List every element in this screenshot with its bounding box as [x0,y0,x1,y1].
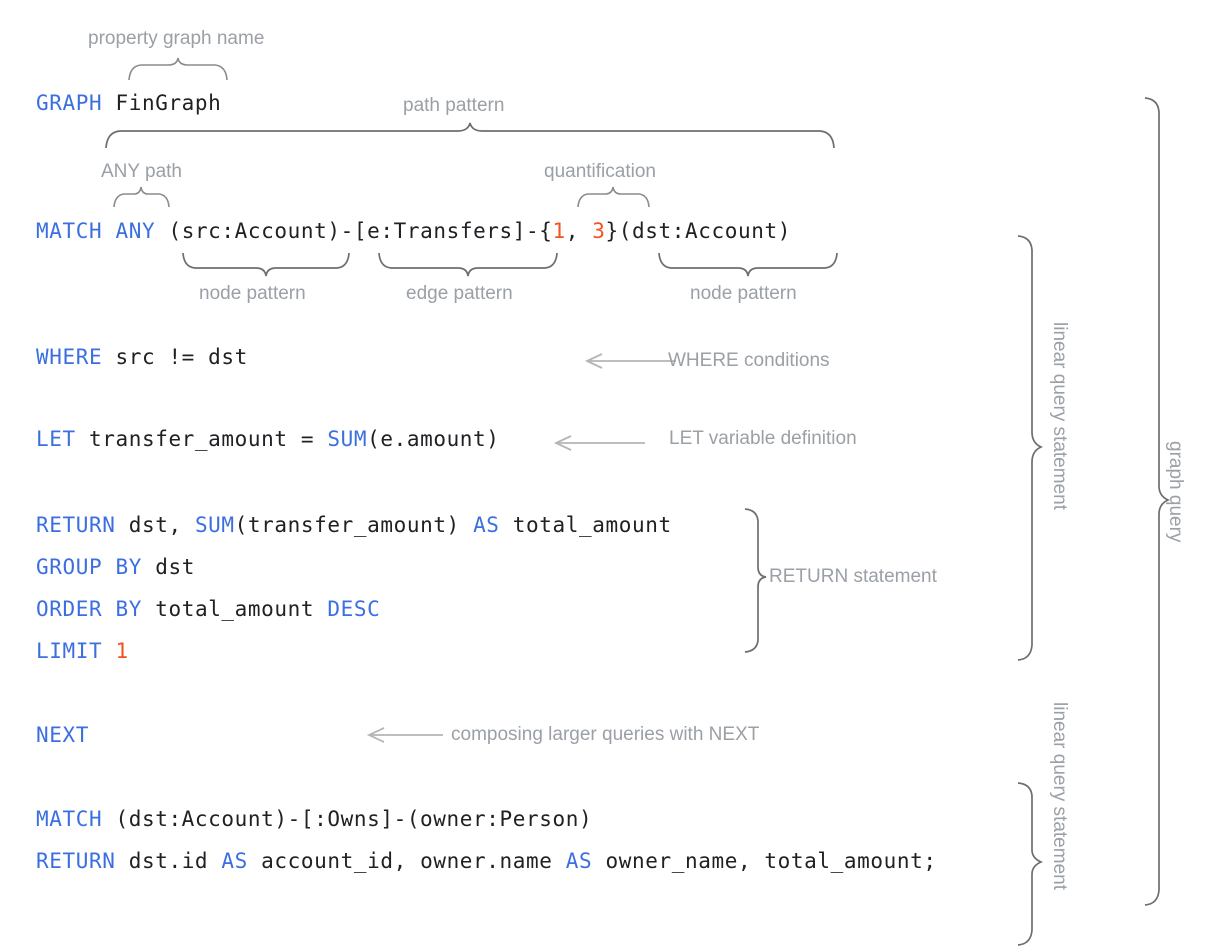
let-arguments: (e.amount) [367,427,500,451]
return-alias: total_amount [499,513,672,537]
brace-edge-pattern [378,252,558,277]
keyword-desc: DESC [327,597,381,621]
arrow-composing-with-next [366,727,443,743]
quant-open-brace: { [539,219,553,243]
graph-name-space [102,91,115,115]
where-expression: src != dst [115,345,248,369]
label-graph-query: graph query [1165,441,1186,543]
keyword-return: RETURN [36,513,116,537]
code-line-where: WHERE src != dst [36,344,248,370]
edge-pattern-transfers: [e:Transfers] [353,219,527,243]
keyword-as: AS [473,513,500,537]
arrow-let-variable-definition [553,435,645,451]
return-part1: dst, [128,513,195,537]
label-edge-pattern: edge pattern [406,283,513,304]
code-line-match-2: MATCH (dst:Account)-[:Owns]-(owner:Perso… [36,806,592,832]
graph-name: FinGraph [115,91,222,115]
keyword-order: ORDER [36,597,103,621]
match-2-expression: (dst:Account)-[:Owns]-(owner:Person) [115,807,593,831]
label-linear-query-statement-1: linear query statement [1049,322,1070,510]
code-line-match: MATCH ANY (src:Account)-[e:Transfers]-{1… [36,218,791,244]
node-pattern-src: (src:Account) [168,219,341,243]
code-line-order-by: ORDER BY total_amount DESC [36,596,380,622]
sp11 [102,807,115,831]
keyword-let: LET [36,427,76,451]
keyword-limit: LIMIT [36,639,103,663]
sp1 [102,219,115,243]
sp6 [142,555,155,579]
keyword-by: BY [115,597,142,621]
sp5 [115,513,128,537]
let-variable: transfer_amount = [88,427,328,451]
label-path-pattern: path pattern [403,95,505,116]
sp9 [314,597,327,621]
label-any-path: ANY path [101,161,182,182]
label-node-pattern-1: node pattern [199,283,306,304]
keyword-return-2: RETURN [36,849,116,873]
label-composing-with-next: composing larger queries with NEXT [451,724,760,745]
keyword-next: NEXT [36,723,89,747]
label-let-variable-definition: LET variable definition [669,428,857,449]
sp7 [102,597,115,621]
code-line-next: NEXT [36,722,89,748]
label-linear-query-statement-2: linear query statement [1049,702,1070,890]
return-2-part3: owner_name, total_amount; [592,849,937,873]
quant-lower-bound: 1 [552,219,566,243]
label-where-conditions: WHERE conditions [668,350,830,371]
keyword-graph: GRAPH [36,91,103,115]
keyword-as-2: AS [565,849,593,873]
keyword-match: MATCH [36,219,103,243]
return-args: (transfer_amount) [234,513,474,537]
dash-2: - [526,219,540,243]
code-line-let: LET transfer_amount = SUM(e.amount) [36,426,500,452]
code-line-graph: GRAPH FinGraph [36,90,221,116]
function-sum-return: SUM [194,513,235,537]
quant-upper-bound: 3 [592,219,606,243]
label-quantification: quantification [544,161,656,182]
label-return-statement: RETURN statement [769,566,937,587]
keyword-match-2: MATCH [36,807,103,831]
node-pattern-dst: (dst:Account) [618,219,791,243]
return-2-part1: dst.id [128,849,222,873]
code-line-group-by: GROUP BY dst [36,554,195,580]
return-2-part2: account_id, owner.name [247,849,566,873]
code-line-limit: LIMIT 1 [36,638,129,664]
label-property-graph-name: property graph name [88,28,265,49]
limit-value: 1 [115,639,129,663]
keyword-where: WHERE [36,345,103,369]
sp2 [155,219,168,243]
group-by-expression: dst [155,555,195,579]
brace-property-graph-name [128,57,228,81]
keyword-as-1: AS [221,849,248,873]
code-line-return-2: RETURN dst.id AS account_id, owner.name … [36,848,937,874]
sp12 [115,849,128,873]
brace-any-path [113,186,170,208]
brace-path-pattern [105,122,835,149]
brace-linear-query-statement-1 [1017,235,1044,661]
keyword-any: ANY [115,219,156,243]
brace-return-statement [744,508,767,653]
sp10 [102,639,115,663]
brace-linear-query-statement-2 [1017,782,1044,946]
quant-close-brace: } [605,219,619,243]
label-node-pattern-2: node pattern [690,283,797,304]
arrow-where-conditions [584,353,676,369]
function-sum-let: SUM [327,427,368,451]
dash-1: - [340,219,354,243]
brace-node-pattern-1 [182,252,350,277]
code-line-return: RETURN dst, SUM(transfer_amount) AS tota… [36,512,672,538]
brace-quantification [577,186,650,208]
sp4 [76,427,89,451]
keyword-group-by: GROUP BY [36,555,142,579]
sp8 [142,597,155,621]
sp3 [102,345,115,369]
order-by-expression: total_amount [155,597,315,621]
quant-separator: , [565,219,593,243]
brace-node-pattern-2 [658,252,838,277]
